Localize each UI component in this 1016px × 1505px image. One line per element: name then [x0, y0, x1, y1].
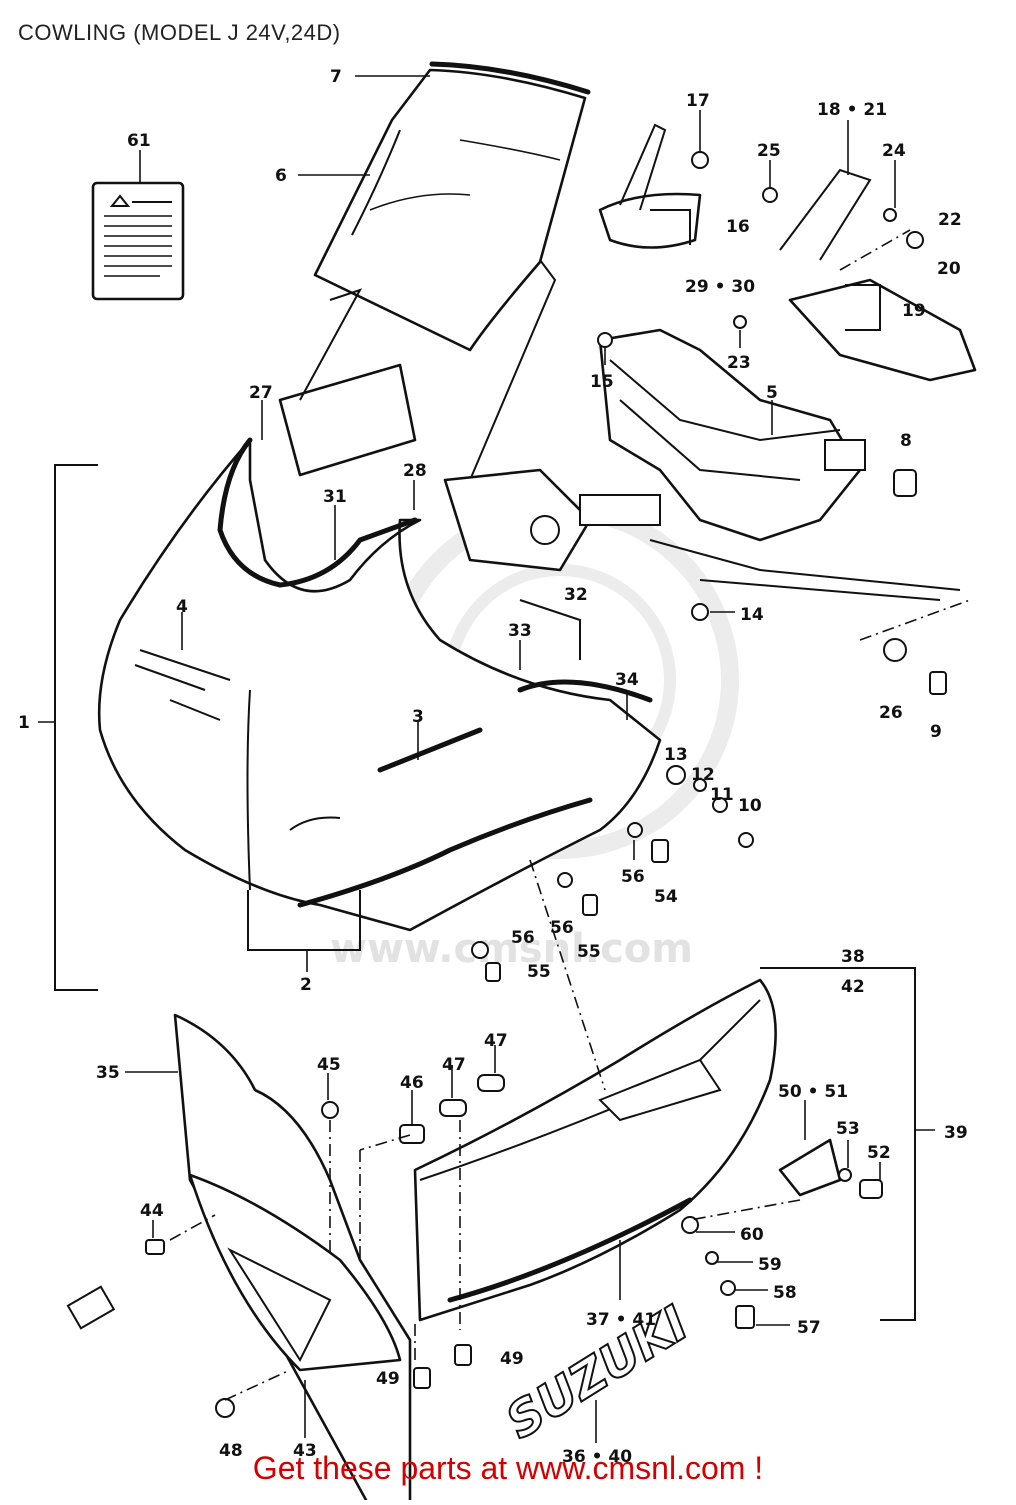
callout-15: 15	[590, 372, 614, 392]
callout-38: 38	[841, 947, 865, 967]
callout-28: 28	[403, 461, 427, 481]
callout-49b: 49	[500, 1349, 524, 1369]
callout-44: 44	[140, 1201, 164, 1221]
callout-56b: 56	[550, 918, 574, 938]
lower-cowling-part	[413, 978, 777, 1322]
assembly-brackets	[38, 209, 935, 1321]
callout-45: 45	[317, 1055, 341, 1075]
callout-31: 31	[323, 487, 347, 507]
fairing-inner-panel-part	[173, 1013, 412, 1505]
callout-16: 16	[726, 217, 750, 237]
callout-12: 12	[691, 765, 715, 785]
callout-57: 57	[797, 1318, 821, 1338]
callout-50-51: 50 • 51	[778, 1082, 848, 1102]
footer-link-text[interactable]: Get these parts at www.cmsnl.com !	[252, 1450, 764, 1486]
callout-29-30: 29 • 30	[685, 277, 755, 297]
mirror-right-part	[779, 168, 977, 382]
callout-59: 59	[758, 1255, 782, 1275]
callout-22: 22	[938, 210, 962, 230]
windscreen-part	[313, 61, 591, 352]
callout-1: 1	[18, 713, 30, 733]
callout-56c: 56	[511, 928, 535, 948]
callout-47b: 47	[484, 1031, 508, 1051]
upper-cowling-part	[97, 437, 662, 932]
callout-55b: 55	[527, 962, 551, 982]
watermark-text: www.cmsnl.com	[330, 926, 693, 972]
callout-61: 61	[127, 131, 151, 151]
callout-58: 58	[773, 1283, 797, 1303]
callout-47a: 47	[442, 1055, 466, 1075]
callout-25: 25	[757, 141, 781, 161]
callout-39: 39	[944, 1123, 968, 1143]
callout-34: 34	[615, 670, 639, 690]
callout-7: 7	[330, 67, 342, 87]
callout-10: 10	[738, 796, 762, 816]
callout-33: 33	[508, 621, 532, 641]
callout-54: 54	[654, 887, 678, 907]
callout-11: 11	[710, 785, 734, 805]
callout-8: 8	[900, 431, 912, 451]
callout-3: 3	[412, 707, 424, 727]
callout-2: 2	[300, 975, 312, 995]
callout-13: 13	[664, 745, 688, 765]
callout-37-41: 37 • 41	[586, 1310, 656, 1330]
callout-55a: 55	[577, 942, 601, 962]
callout-14: 14	[740, 605, 764, 625]
warning-label-part	[91, 181, 185, 301]
callout-52: 52	[867, 1143, 891, 1163]
callout-9: 9	[930, 722, 942, 742]
callout-27: 27	[249, 383, 273, 403]
callout-56a: 56	[621, 867, 645, 887]
callout-43: 43	[293, 1441, 317, 1461]
callout-60: 60	[740, 1225, 764, 1245]
callout-35: 35	[96, 1063, 120, 1083]
callout-53: 53	[836, 1119, 860, 1139]
callout-24: 24	[882, 141, 906, 161]
alignment-lines	[169, 229, 971, 1401]
callout-48: 48	[219, 1441, 243, 1461]
callout-23: 23	[727, 353, 751, 373]
callout-17: 17	[686, 91, 710, 111]
page-title: COWLING (MODEL J 24V,24D)	[18, 20, 341, 45]
cowling-bracket-part	[598, 328, 961, 601]
callout-49a: 49	[376, 1369, 400, 1389]
callout-46: 46	[400, 1073, 424, 1093]
callout-20: 20	[937, 259, 961, 279]
callout-4: 4	[176, 597, 188, 617]
mirror-left-part	[598, 123, 702, 249]
callout-18-21: 18 • 21	[817, 100, 887, 120]
callout-26: 26	[879, 703, 903, 723]
callout-42: 42	[841, 977, 865, 997]
callout-numbers: 1 2 3 4 5 6 7 8 9 10 11 12 13 14 15 16 1…	[18, 67, 968, 1467]
leader-lines	[125, 75, 896, 1443]
callout-6: 6	[275, 166, 287, 186]
meter-bracket-part	[278, 259, 661, 572]
lower-bracket-part	[778, 1138, 842, 1197]
callout-36-40: 36 • 40	[562, 1447, 632, 1467]
fasteners	[66, 151, 947, 1418]
callout-32: 32	[564, 585, 588, 605]
callout-19: 19	[902, 301, 926, 321]
callout-5: 5	[766, 383, 778, 403]
